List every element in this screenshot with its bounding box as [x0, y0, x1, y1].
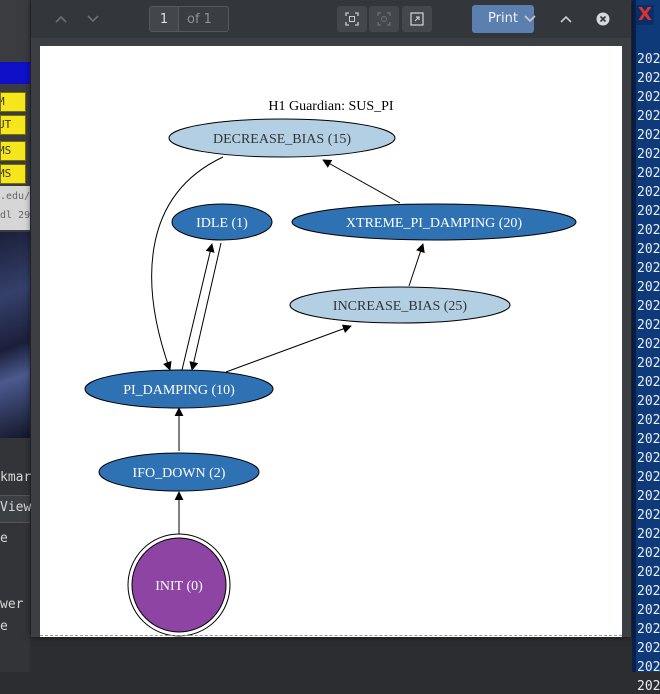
node-label: IDLE (1) [196, 216, 248, 231]
terminal-line: 202 [637, 565, 660, 580]
background-menu-item[interactable]: kmark [0, 470, 40, 485]
terminal-line: 202 [637, 299, 660, 314]
node-label: INIT (0) [155, 579, 203, 594]
print-button[interactable]: Print [472, 5, 534, 33]
edge-pidamping-to-increase [225, 324, 352, 373]
x-app-icon[interactable]: X [636, 5, 654, 25]
close-icon[interactable] [591, 6, 615, 32]
background-text: wer [0, 597, 24, 612]
terminal-line: 202 [637, 451, 660, 466]
graph-title: H1 Guardian: SUS_PI [268, 99, 394, 114]
viewer-toolbar: 1 of 1 Print [31, 0, 631, 38]
page-number-input[interactable]: 1 [149, 6, 179, 32]
terminal-line: 202 [637, 223, 660, 238]
terminal-line: 202 [637, 280, 660, 295]
terminal-line: 202 [637, 242, 660, 257]
node-init[interactable]: INIT (0) [127, 533, 231, 637]
node-pi-damping[interactable]: PI_DAMPING (10) [84, 369, 274, 409]
node-label: DECREASE_BIAS (15) [213, 132, 351, 147]
node-decrease-bias[interactable]: DECREASE_BIAS (15) [168, 118, 396, 158]
chevron-up-icon[interactable] [49, 6, 73, 32]
terminal-line: 202 [637, 470, 660, 485]
terminal-line: 202 [637, 432, 660, 447]
terminal-line: 202 [637, 109, 660, 124]
chevron-down-icon[interactable] [518, 6, 542, 32]
background-button[interactable]: UT [0, 115, 26, 135]
terminal-line: 202 [637, 527, 660, 542]
chevron-up-icon[interactable] [554, 6, 578, 32]
state-graph: H1 Guardian: SUS_PI DECREASE_BIAS (15) I… [84, 99, 577, 637]
background-menu-item[interactable]: View [0, 500, 32, 515]
edge-increase-to-xtreme [408, 243, 425, 287]
edge-idle-to-pidamping [189, 242, 222, 371]
terminal-line: 202 [637, 318, 660, 333]
node-idle[interactable]: IDLE (1) [171, 203, 273, 241]
background-editor [0, 438, 30, 672]
terminal-line: 202 [637, 128, 660, 143]
terminal-line: 202 [637, 147, 660, 162]
terminal-line: 202 [637, 356, 660, 371]
background-wallpaper [0, 232, 30, 438]
terminal-line: 202 [637, 166, 660, 181]
terminal-line: 202 [637, 375, 660, 390]
edge-xtreme-to-decrease [322, 159, 401, 204]
background-text: .edu/s [0, 191, 37, 202]
terminal-line: 202 [637, 546, 660, 561]
background-menubar [0, 495, 30, 523]
terminal-line: 202 [637, 185, 660, 200]
background-button[interactable]: MS [0, 164, 26, 184]
desktop-background [31, 637, 631, 672]
node-label: XTREME_PI_DAMPING (20) [346, 216, 523, 231]
edge-decrease-to-pidamping [151, 156, 224, 371]
node-label: INCREASE_BIAS (25) [333, 299, 468, 314]
node-xtreme-pi-damping[interactable]: XTREME_PI_DAMPING (20) [291, 203, 577, 241]
edge-pidamping-to-idle [181, 243, 215, 371]
terminal-line: 202 [637, 413, 660, 428]
node-label: PI_DAMPING (10) [123, 383, 235, 398]
graph-edges [151, 156, 425, 534]
chevron-down-icon[interactable] [81, 6, 105, 32]
terminal-line: 202 [637, 337, 660, 352]
terminal-line: 202 [637, 622, 660, 637]
background-button[interactable]: M [0, 92, 26, 112]
terminal-line: 202 [637, 508, 660, 523]
document-viewer: 1 of 1 Print [31, 0, 631, 637]
terminal-line: 202 [637, 584, 660, 599]
terminal-line: 202 [637, 52, 660, 67]
background-button[interactable]: MS [0, 141, 26, 161]
document-page: H1 Guardian: SUS_PI DECREASE_BIAS (15) I… [40, 46, 622, 637]
zoom-icon[interactable] [369, 6, 399, 32]
node-ifo-down[interactable]: IFO_DOWN (2) [98, 452, 260, 492]
terminal-line: 202 [637, 489, 660, 504]
page-break-line [40, 635, 622, 636]
background-titlebar [0, 62, 30, 84]
terminal-border [632, 0, 636, 672]
terminal-line: 202 [637, 204, 660, 219]
terminal-line: 202 [637, 261, 660, 276]
node-increase-bias[interactable]: INCREASE_BIAS (25) [289, 286, 511, 324]
fit-width-icon[interactable] [402, 6, 432, 32]
terminal-line: 202 [637, 90, 660, 105]
terminal-line: 202 [637, 679, 660, 694]
background-text: e [0, 531, 8, 546]
background-text: dl 29 [0, 210, 31, 221]
background-text: e [0, 619, 8, 634]
terminal-line: 202 [637, 394, 660, 409]
fit-page-icon[interactable] [337, 6, 367, 32]
terminal-line: 202 [637, 660, 660, 675]
background-terminal [632, 0, 660, 672]
terminal-line: 202 [637, 641, 660, 656]
background-panel [0, 186, 30, 230]
page-total-label: of 1 [179, 6, 229, 32]
terminal-line: 202 [637, 71, 660, 86]
terminal-line: 202 [637, 603, 660, 618]
node-label: IFO_DOWN (2) [133, 466, 226, 481]
